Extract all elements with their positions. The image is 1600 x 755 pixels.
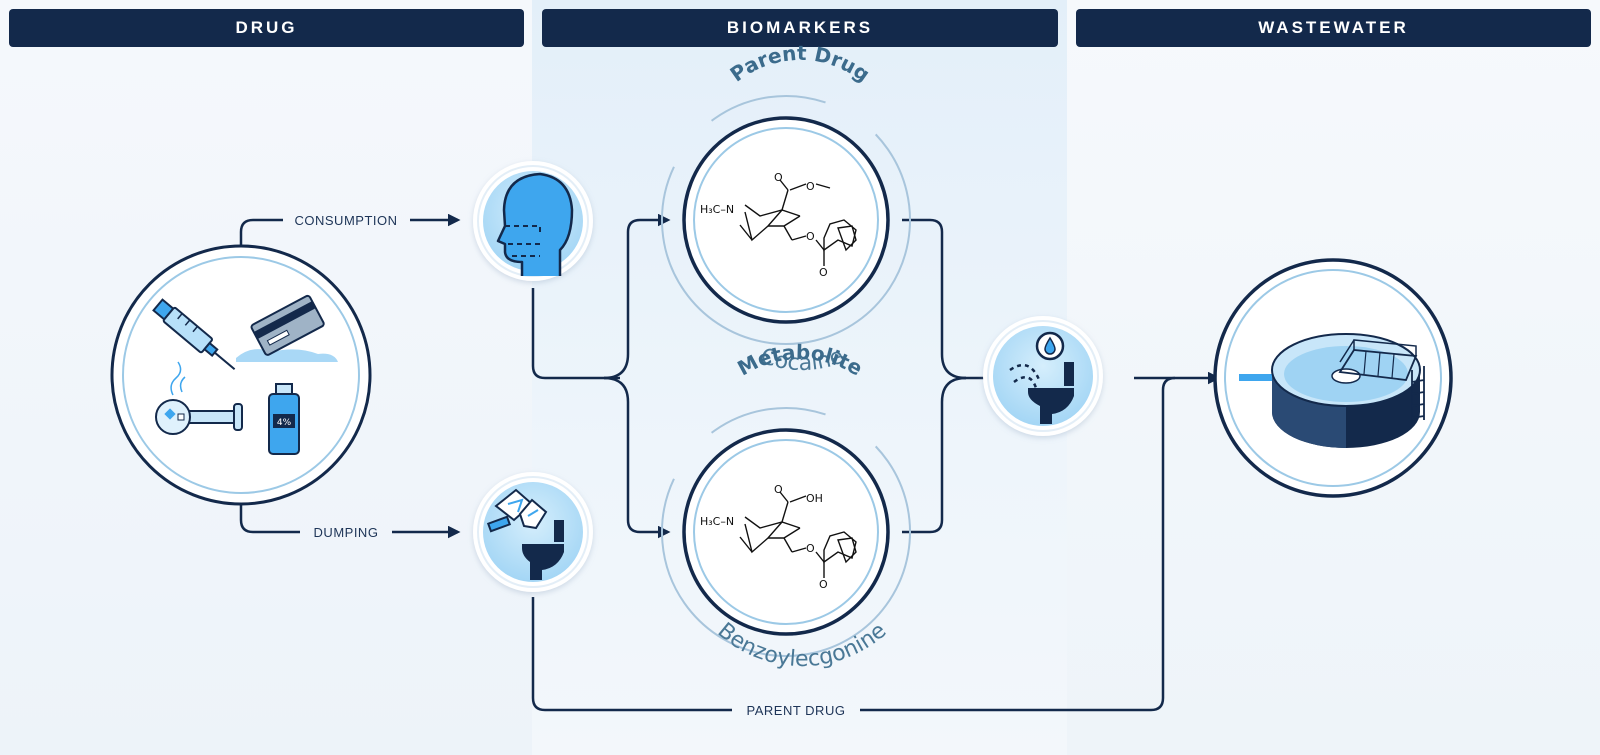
metabolite-circle: Metabolite Benzoylecgonine H₃C–N O OH O … bbox=[661, 340, 911, 672]
line-dump-bottom-left bbox=[531, 597, 732, 712]
header-biomarkers: BIOMARKERS bbox=[542, 9, 1058, 47]
parent-drug-title: Parent Drug bbox=[726, 41, 875, 87]
svg-text:O: O bbox=[774, 483, 783, 496]
svg-text:O: O bbox=[806, 180, 815, 193]
svg-text:O: O bbox=[774, 171, 783, 184]
line-head-split bbox=[531, 288, 620, 380]
arrow-to-parent bbox=[603, 213, 671, 380]
arrow-to-metabolite bbox=[603, 376, 671, 539]
dumping-circle bbox=[473, 472, 593, 592]
drug-circle: 4% bbox=[110, 244, 372, 506]
treatment-plant-circle bbox=[1213, 258, 1453, 498]
line-dump-bottom-right bbox=[860, 376, 1176, 712]
svg-text:O: O bbox=[806, 542, 815, 555]
toilet-circle bbox=[983, 316, 1103, 436]
syringe-icon bbox=[152, 298, 236, 371]
metabolite-methyl-label: H₃C–N bbox=[700, 515, 734, 528]
svg-text:O: O bbox=[819, 578, 828, 591]
line-drug-up bbox=[239, 218, 283, 250]
benzoylecgonine-structure: H₃C–N O OH O O bbox=[700, 483, 857, 591]
consumption-head-circle bbox=[473, 161, 593, 281]
line-parent-toilet bbox=[902, 218, 967, 380]
cocaine-methyl-label: H₃C–N bbox=[700, 203, 734, 216]
connectors bbox=[239, 213, 1221, 712]
vial-label: 4% bbox=[277, 418, 292, 428]
urinating-toilet-icon bbox=[1009, 331, 1074, 424]
header-wastewater: WASTEWATER bbox=[1076, 9, 1591, 47]
credit-card-powder-icon bbox=[236, 294, 338, 362]
vial-icon: 4% bbox=[268, 383, 300, 455]
cocaine-structure: H₃C–N O O O O bbox=[700, 171, 857, 279]
dumping-toilet-icon bbox=[486, 488, 564, 580]
line-meta-toilet bbox=[902, 376, 967, 534]
treatment-plant-icon bbox=[1239, 333, 1425, 448]
line-drug-down bbox=[239, 499, 300, 534]
consumption-label: CONSUMPTION bbox=[295, 213, 398, 228]
dumping-label: DUMPING bbox=[314, 525, 379, 540]
metabolite-acid-label: OH bbox=[806, 492, 823, 505]
parent-drug-flow-label: PARENT DRUG bbox=[747, 703, 846, 718]
parent-drug-circle: Parent Drug Cocaine H₃C–N O O O O bbox=[661, 41, 911, 376]
header-drug: DRUG bbox=[9, 9, 524, 47]
svg-text:O: O bbox=[806, 230, 815, 243]
cocaine-carbonyl-o: O bbox=[819, 266, 828, 279]
pipe-icon bbox=[155, 361, 243, 435]
